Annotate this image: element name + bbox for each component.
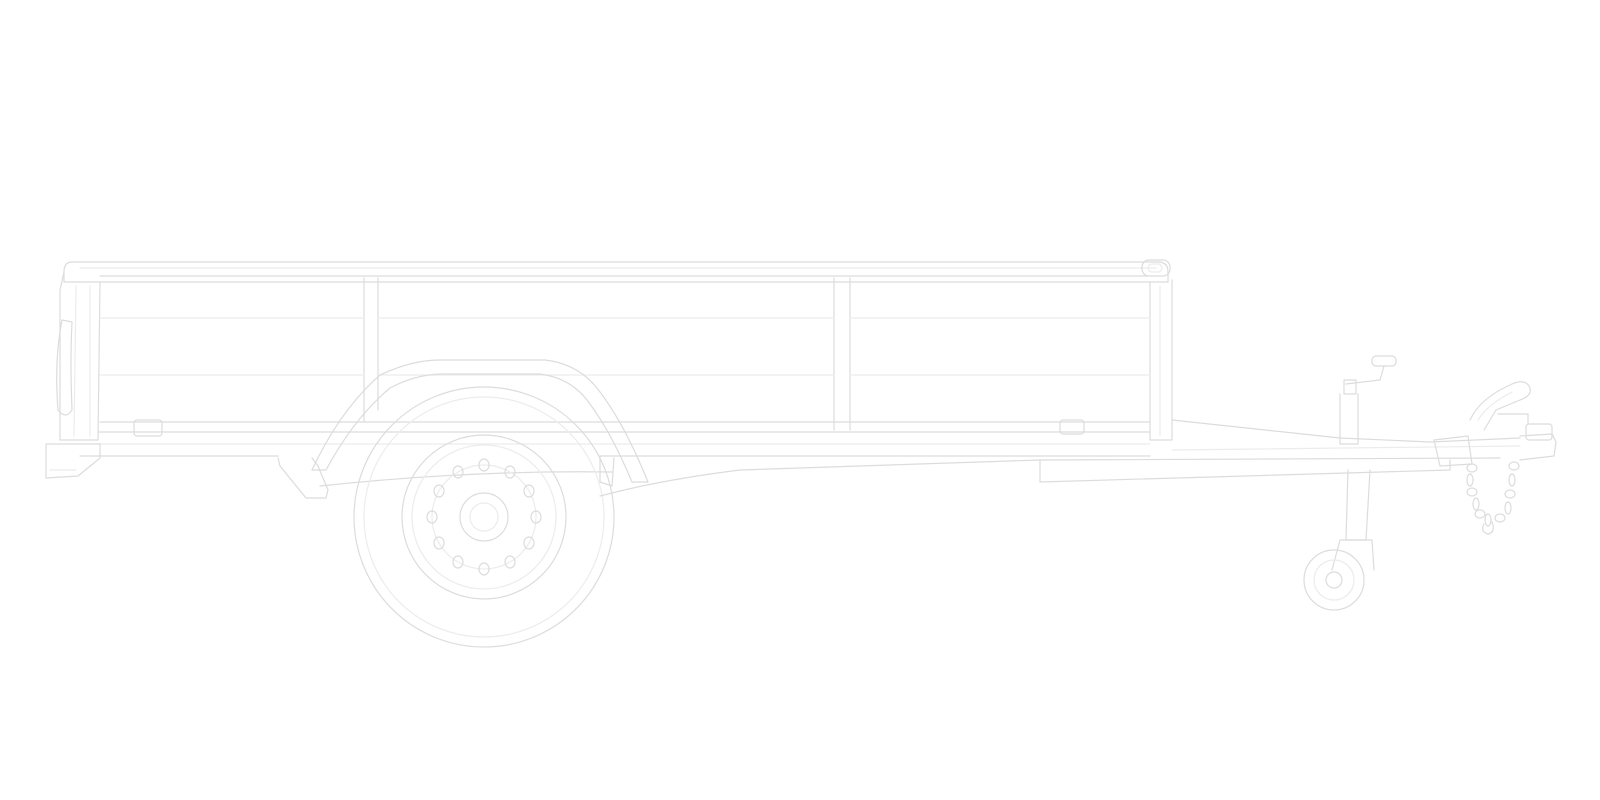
safety-chain bbox=[1467, 462, 1519, 534]
rim-hole bbox=[434, 485, 444, 497]
coupler-handle bbox=[1470, 382, 1530, 430]
tire-outer bbox=[354, 387, 614, 647]
jockey-post-lower bbox=[1346, 470, 1370, 540]
drawbar-lower-rail bbox=[1040, 460, 1450, 482]
coupler-handle-inner bbox=[1478, 392, 1512, 420]
chain-link bbox=[1467, 474, 1473, 486]
chain-link bbox=[1473, 498, 1479, 510]
jockey-wheel-hub bbox=[1326, 572, 1342, 588]
rim-outer bbox=[402, 435, 566, 599]
rear-corner-post-inner bbox=[74, 286, 90, 436]
rear-bumper bbox=[46, 444, 100, 478]
rim-bolt-circle bbox=[432, 465, 536, 569]
jockey-fork bbox=[1332, 540, 1374, 570]
front-hanger-bracket bbox=[600, 456, 614, 486]
rim-holes bbox=[427, 459, 541, 575]
rim-hole bbox=[505, 556, 515, 568]
top-rail bbox=[64, 262, 1168, 282]
fender-inner bbox=[326, 374, 632, 482]
chain-link bbox=[1505, 490, 1515, 498]
drawbar-end-plate bbox=[1520, 434, 1556, 460]
chain-link bbox=[1485, 514, 1491, 526]
jockey-crank-knob bbox=[1372, 356, 1396, 366]
cargo-bed bbox=[57, 260, 1172, 456]
front-corner-cap bbox=[1142, 260, 1170, 276]
rim-hole bbox=[479, 459, 489, 471]
leaf-spring bbox=[320, 472, 612, 486]
chain-link bbox=[1467, 488, 1477, 496]
rim-hole bbox=[531, 511, 541, 523]
rear-hanger-bracket bbox=[278, 458, 328, 498]
stake-pocket-front bbox=[1060, 420, 1084, 434]
rim-hole bbox=[524, 485, 534, 497]
chain-link bbox=[1475, 510, 1485, 518]
tail-light bbox=[57, 320, 72, 415]
jockey-wheel-tire bbox=[1304, 550, 1364, 610]
drawbar-top bbox=[1172, 420, 1520, 442]
drawbar-mid bbox=[1172, 446, 1520, 450]
rim-hole bbox=[453, 466, 463, 478]
hub-cap bbox=[470, 503, 498, 531]
jockey-post-upper bbox=[1340, 394, 1358, 444]
rim-hole bbox=[505, 466, 515, 478]
stake-pocket-rear bbox=[134, 420, 162, 436]
rim-hole bbox=[427, 511, 437, 523]
suspension bbox=[278, 456, 614, 498]
front-corner-hole bbox=[1148, 264, 1162, 272]
coupler-nose bbox=[1498, 414, 1528, 424]
jockey-crank-cap bbox=[1344, 380, 1356, 394]
rear-corner-post bbox=[60, 272, 100, 440]
chain-link bbox=[1467, 464, 1477, 472]
rear-bumper-plate bbox=[46, 444, 100, 478]
wheel bbox=[354, 387, 614, 647]
coupler-latch bbox=[1526, 424, 1552, 440]
tire-inner bbox=[364, 397, 604, 637]
rim-hole bbox=[479, 563, 489, 575]
fender bbox=[312, 360, 648, 482]
stake-1 bbox=[364, 278, 378, 422]
jockey-wheel-assembly bbox=[1304, 356, 1396, 610]
chain-hook bbox=[1483, 522, 1494, 534]
chain-link bbox=[1509, 462, 1519, 470]
hub bbox=[460, 493, 508, 541]
chain-link bbox=[1505, 502, 1511, 514]
rim-hole bbox=[434, 537, 444, 549]
jockey-crank-arm bbox=[1346, 366, 1384, 384]
chain-link bbox=[1509, 474, 1515, 486]
coupler bbox=[1434, 382, 1552, 466]
stake-2 bbox=[834, 278, 850, 430]
jockey-wheel-rim bbox=[1314, 560, 1354, 600]
fender-outer bbox=[312, 360, 648, 482]
chain-link bbox=[1495, 514, 1505, 522]
front-post bbox=[1150, 280, 1172, 440]
rim-inner bbox=[412, 445, 556, 589]
rim-hole bbox=[524, 537, 534, 549]
drawbar-bottom bbox=[600, 458, 1500, 496]
rim-hole bbox=[453, 556, 463, 568]
